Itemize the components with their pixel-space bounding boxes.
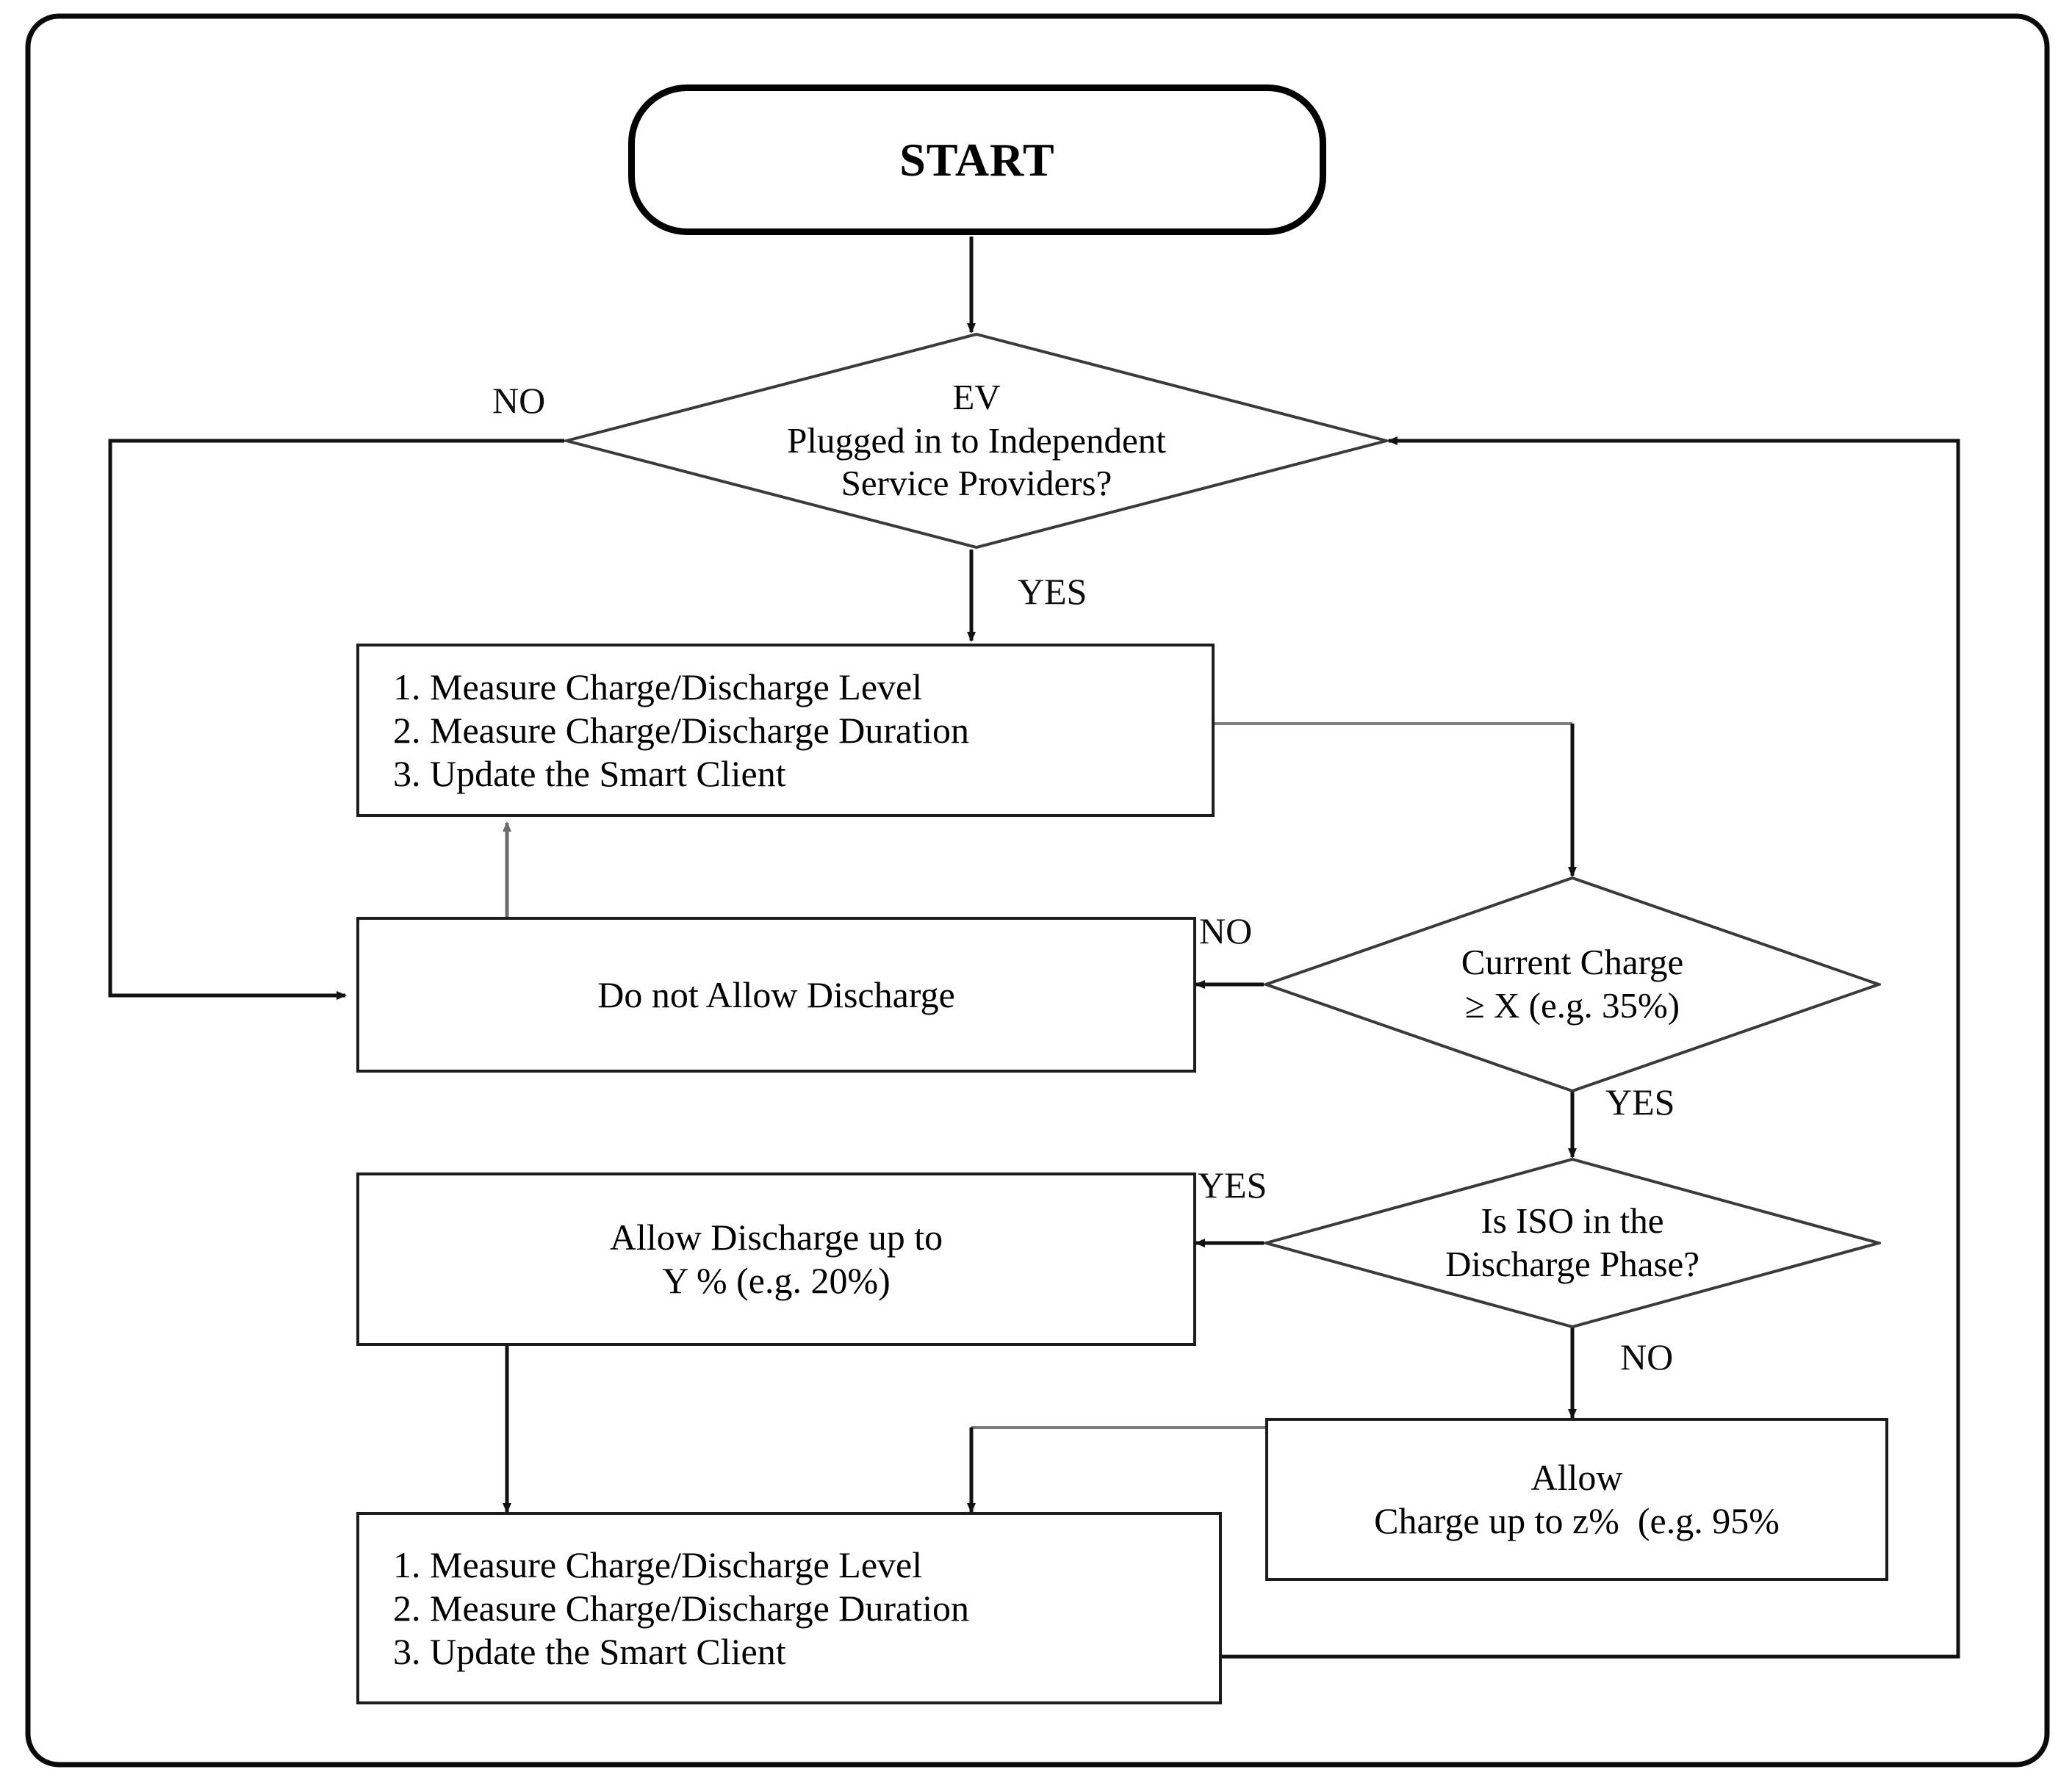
edge-label-iso-no: NO bbox=[1620, 1336, 1674, 1377]
edge-label-charge-yes: YES bbox=[1605, 1081, 1675, 1123]
process-top-line1: 1. Measure Charge/Discharge Level bbox=[393, 666, 923, 707]
node-process-top[interactable]: 1. Measure Charge/Discharge Level 2. Mea… bbox=[356, 644, 1215, 817]
decision-iso-line2: Discharge Phase? bbox=[1445, 1244, 1700, 1284]
process-bottom-line3: 3. Update the Smart Client bbox=[393, 1630, 786, 1672]
decision-iso-text: Is ISO in the Discharge Phase? bbox=[1445, 1200, 1699, 1286]
node-decision-plugged[interactable]: EV Plugged in to Independent Service Pro… bbox=[564, 332, 1389, 550]
allow-charge-line1: Allow bbox=[1530, 1457, 1623, 1498]
edge-label-plugged-yes: YES bbox=[1018, 571, 1087, 612]
node-decision-charge[interactable]: Current Charge ≥ X (e.g. 35%) bbox=[1264, 876, 1881, 1093]
node-start[interactable]: START bbox=[628, 84, 1326, 235]
allow-charge-line2: Charge up to z% (e.g. 95% bbox=[1374, 1500, 1780, 1541]
diamond-shape bbox=[564, 332, 1389, 550]
process-bottom-line2: 2. Measure Charge/Discharge Duration bbox=[393, 1587, 970, 1629]
edge-plugged-no bbox=[108, 439, 564, 1000]
decision-plugged-text: EV Plugged in to Independent Service Pro… bbox=[787, 376, 1166, 505]
decision-iso-line1: Is ISO in the bbox=[1481, 1200, 1664, 1242]
decision-charge-line1: Current Charge bbox=[1461, 942, 1684, 983]
allow-discharge-line1: Allow Discharge up to bbox=[609, 1217, 943, 1258]
node-no-discharge[interactable]: Do not Allow Discharge bbox=[356, 917, 1196, 1073]
edge-label-charge-no: NO bbox=[1199, 910, 1253, 951]
diamond-shape bbox=[1264, 1157, 1881, 1329]
process-bottom-line1: 1. Measure Charge/Discharge Level bbox=[393, 1544, 923, 1585]
node-allow-discharge[interactable]: Allow Discharge up to Y % (e.g. 20%) bbox=[356, 1173, 1196, 1346]
decision-charge-line2: ≥ X (e.g. 35%) bbox=[1464, 985, 1680, 1026]
node-decision-iso[interactable]: Is ISO in the Discharge Phase? bbox=[1264, 1157, 1881, 1329]
node-process-bottom[interactable]: 1. Measure Charge/Discharge Level 2. Mea… bbox=[356, 1512, 1222, 1704]
process-top-line3: 3. Update the Smart Client bbox=[393, 752, 786, 794]
edge-label-iso-yes: YES bbox=[1198, 1164, 1267, 1206]
decision-plugged-line1: EV bbox=[952, 376, 1001, 417]
no-discharge-label: Do not Allow Discharge bbox=[597, 973, 955, 1015]
decision-plugged-line2: Plugged in to Independent bbox=[787, 419, 1166, 461]
diamond-shape bbox=[1264, 876, 1881, 1093]
allow-discharge-line2: Y % (e.g. 20%) bbox=[662, 1260, 891, 1301]
outer-frame bbox=[25, 13, 2050, 1768]
decision-charge-text: Current Charge ≥ X (e.g. 35%) bbox=[1461, 941, 1684, 1028]
process-top-line2: 2. Measure Charge/Discharge Duration bbox=[393, 709, 970, 751]
edge-procbottom-to-plugged bbox=[1221, 436, 1960, 1659]
start-label: START bbox=[899, 133, 1055, 186]
decision-plugged-line3: Service Providers? bbox=[841, 463, 1112, 504]
edge-label-plugged-no: NO bbox=[492, 380, 546, 421]
node-allow-charge[interactable]: Allow Charge up to z% (e.g. 95% bbox=[1265, 1418, 1888, 1581]
